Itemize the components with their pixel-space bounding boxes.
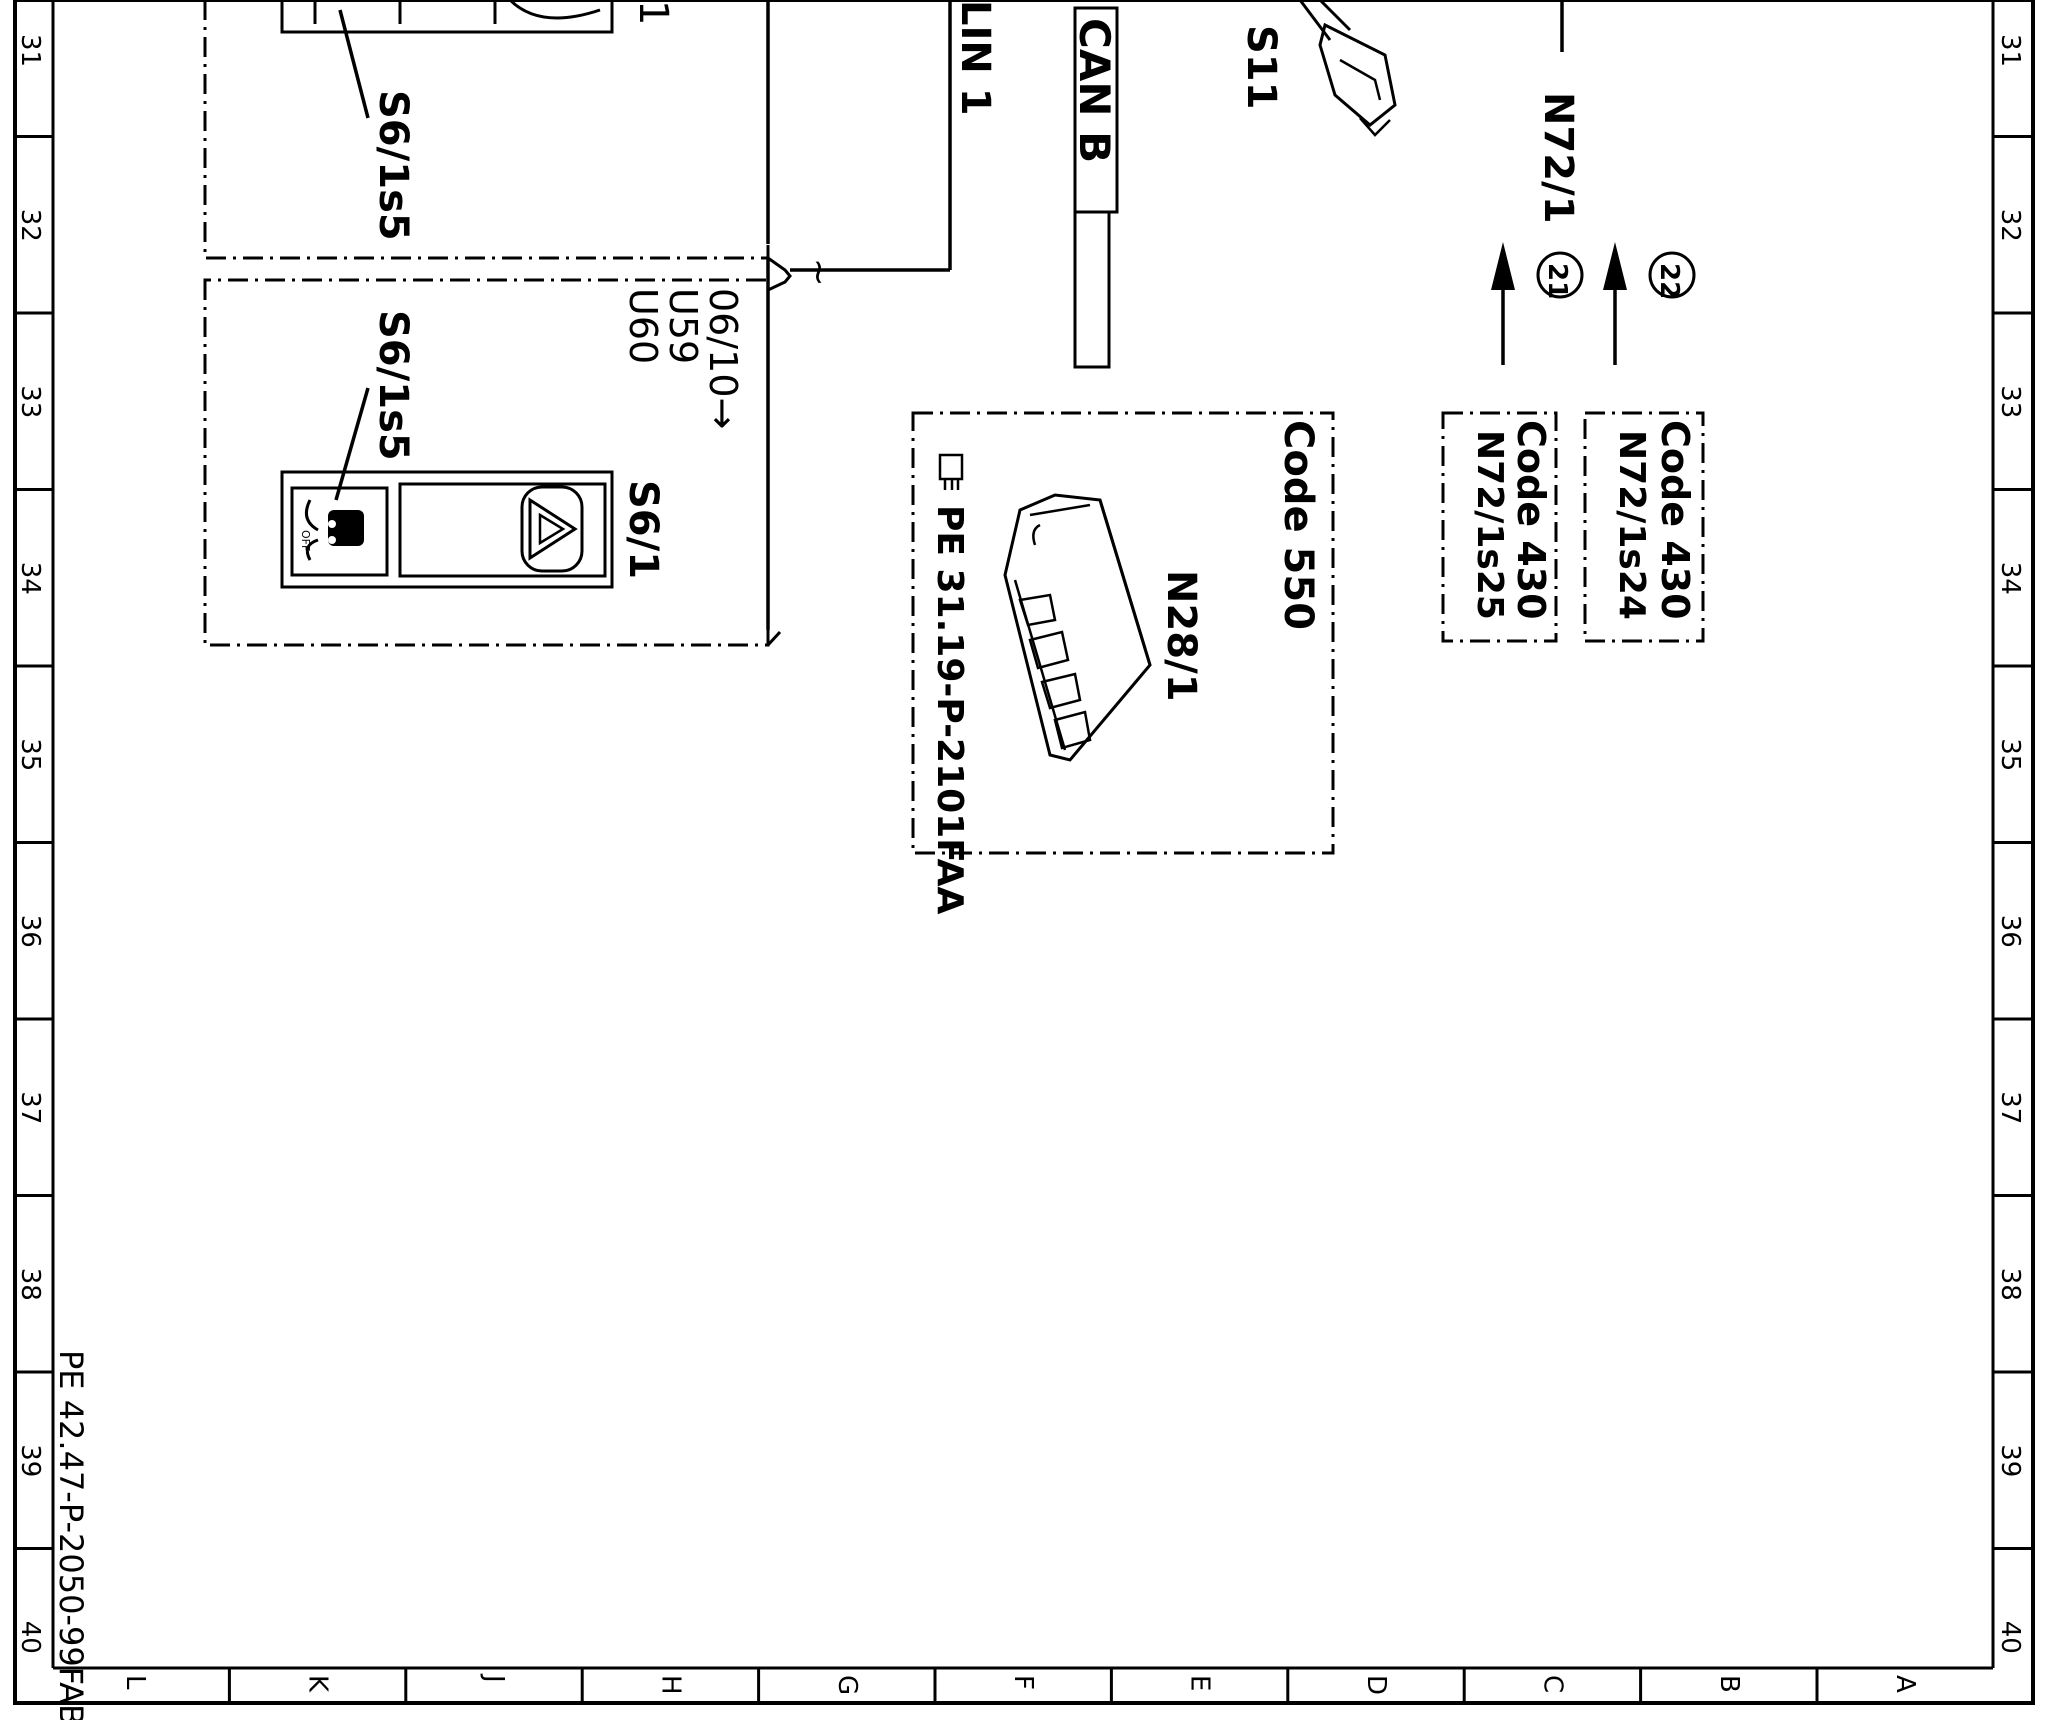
code-430-b: Code 430 (1653, 420, 1697, 620)
n28-1-label: N28/1 (1158, 570, 1204, 702)
n72-1s25-box: Code 430 N72/1s25 (1441, 411, 1558, 643)
row-labels-left: 31 32 33 34 35 36 37 38 39 40 (15, 34, 45, 1654)
row-number-label: 37 (1995, 1091, 2025, 1124)
row-number-label: 34 (15, 562, 45, 595)
row-number-label: 37 (15, 1091, 45, 1124)
n72-1s24-label: N72/1s24 (1611, 430, 1652, 620)
row-labels-right: 31 32 33 34 35 36 37 38 39 40 (1995, 34, 2025, 1654)
model-ref-u59: U59 (661, 288, 705, 364)
model-ref-06-10: 06/10→ (701, 288, 745, 429)
row-number-label: 34 (1995, 562, 2025, 595)
switch-panel-top-box: S6/1s5 1 (203, 0, 770, 260)
code-550-label: Code 550 (1275, 420, 1321, 630)
s6-1s5-bottom-label: S6/1s5 (370, 310, 416, 461)
column-letter-label: C (1537, 1675, 1567, 1693)
n72-1-label: N72/1 (1535, 92, 1581, 224)
row-number-label: 31 (1995, 34, 2025, 67)
s6-1s5-top-label: S6/1s5 (370, 90, 416, 241)
circle-22-label: 22 (1654, 263, 1684, 299)
row-number-label: 39 (15, 1444, 45, 1477)
column-letter-label: D (1361, 1675, 1391, 1695)
column-letter-label: L (120, 1675, 150, 1690)
code-430-a: Code 430 (1509, 420, 1553, 620)
column-letter-label: G (832, 1675, 862, 1695)
row-number-label: 40 (15, 1621, 45, 1654)
partial-label: 1 (630, 0, 676, 25)
column-letter-label: K (303, 1675, 333, 1693)
column-letter-label: B (1714, 1675, 1744, 1693)
row-number-label: 38 (1995, 1268, 2025, 1301)
column-letter-label: A (1890, 1675, 1920, 1693)
row-number-label: 33 (1995, 385, 2025, 418)
document-reference: PE 42.47-P-2050-99FAB (52, 1350, 90, 1720)
row-number-label: 38 (15, 1268, 45, 1301)
n72-1s24-box: Code 430 N72/1s24 (1583, 411, 1705, 643)
control-unit-icon (1003, 493, 1152, 762)
column-letter-label: E (1185, 1675, 1215, 1691)
can-b-label: CAN B (1070, 18, 1119, 163)
circle-21-label: 21 (1542, 263, 1572, 299)
column-letter-label: F (1008, 1675, 1038, 1690)
esp-off-icon: OFF (299, 499, 364, 561)
row-number-label: 36 (15, 915, 45, 948)
column-letter-label: J (479, 1673, 509, 1683)
row-number-label: 31 (15, 34, 45, 67)
drawing-frame (13, 0, 2035, 1705)
pe-31-19-ref: PE 31.19-P-2101FAA (929, 505, 970, 915)
row-number-label: 33 (15, 385, 45, 418)
svg-text:OFF: OFF (299, 530, 312, 551)
switch-panel-s6-1-box: ~ OFF S6/1s5 S6/1 06/10→ U59 U60 (203, 0, 952, 647)
row-number-label: 40 (1995, 1621, 2025, 1654)
model-ref-u60: U60 (621, 288, 665, 364)
column-letter-label: H (655, 1675, 685, 1695)
s6-1-label: S6/1 (620, 480, 666, 579)
connection-arrow-22: 22 (1603, 242, 1696, 365)
n72-1s25-label: N72/1s25 (1469, 430, 1510, 620)
s11-label: S11 (1238, 25, 1284, 109)
row-number-label: 35 (1995, 738, 2025, 771)
row-number-label: 36 (1995, 915, 2025, 948)
row-number-label: 35 (15, 738, 45, 771)
n28-1-box: Code 550 N28/1 PE 31.19-P-2101FAA (911, 411, 1335, 915)
row-number-label: 32 (15, 209, 45, 242)
connector-plug-icon: S11 (1238, 0, 1397, 137)
svg-text:~: ~ (799, 258, 839, 287)
hazard-warning-icon (520, 485, 584, 573)
can-b-bus: CAN B (1070, 6, 1119, 369)
row-number-label: 32 (1995, 209, 2025, 242)
connection-arrow-21: 21 (1491, 242, 1584, 365)
pointing-hand-icon (938, 453, 964, 490)
row-number-label: 39 (1995, 1444, 2025, 1477)
lin-1-label: LIN 1 (952, 0, 998, 116)
